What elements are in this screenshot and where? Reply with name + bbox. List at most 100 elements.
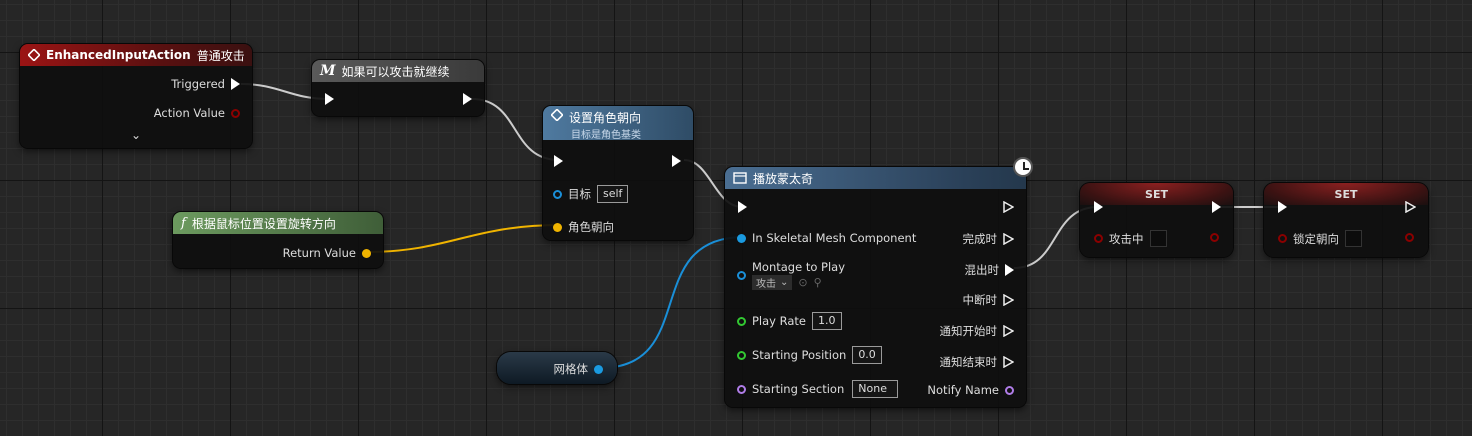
expand-chevron-icon[interactable]: ⌄ — [131, 128, 142, 142]
on-interrupted-pin-row: 中断时 — [962, 292, 1014, 308]
node-title: 设置角色朝向 — [569, 111, 642, 125]
target-value-box[interactable]: self — [597, 185, 629, 203]
mesh-variable-node[interactable]: 网格体 — [497, 352, 617, 384]
on-blend-out-label: 混出时 — [964, 263, 1000, 277]
mesh-pin-row: 网格体 — [553, 361, 603, 377]
bool-in-pin[interactable] — [1278, 234, 1287, 243]
macro-icon: M — [320, 63, 336, 79]
exec-out-pin[interactable] — [1003, 201, 1014, 213]
set-attacking-node[interactable]: SET 攻击中 — [1080, 183, 1233, 257]
name-in-pin[interactable] — [737, 384, 746, 394]
on-completed-pin-row: 完成时 — [962, 231, 1014, 247]
attacking-checkbox[interactable] — [1149, 230, 1167, 247]
lock-facing-checkbox[interactable] — [1345, 230, 1362, 247]
node-subtitle: 目标是角色基类 — [571, 130, 641, 141]
node-header: 播放蒙太奇 — [725, 167, 1026, 189]
on-notify-begin-label: 通知开始时 — [939, 324, 998, 338]
object-out-pin[interactable] — [594, 364, 603, 374]
macro-node[interactable]: M 如果可以攻击就继续 — [312, 60, 484, 116]
exec-out-pin[interactable] — [1405, 201, 1416, 213]
vector-in-pin[interactable] — [553, 222, 562, 232]
exec-out-pin[interactable] — [1212, 201, 1221, 213]
enhanced-input-action-node[interactable]: EnhancedInputAction 普通攻击 Triggered Actio… — [20, 44, 252, 148]
set-lock-facing-node[interactable]: SET 锁定朝向 — [1264, 183, 1428, 257]
montage-dropdown[interactable]: 攻击 ⌄ — [752, 275, 793, 290]
target-label: 目标 — [568, 187, 591, 201]
object-in-pin[interactable] — [737, 233, 746, 243]
node-title-action: 普通攻击 — [196, 48, 245, 63]
attacking-label: 攻击中 — [1109, 231, 1144, 246]
on-interrupted-label: 中断时 — [962, 293, 998, 307]
name-out-pin[interactable] — [1005, 385, 1014, 395]
node-title: SET — [1145, 187, 1168, 201]
bool-in-pin[interactable] — [1094, 234, 1103, 243]
return-value-pin-row: Return Value — [283, 246, 371, 260]
exec-out-pin[interactable] — [1003, 294, 1014, 306]
montage-label: Montage to Play — [752, 260, 846, 274]
return-value-label: Return Value — [282, 246, 356, 260]
notify-name-label: Notify Name — [927, 383, 999, 397]
on-notify-end-label: 通知结束时 — [939, 355, 998, 369]
exec-out-pin[interactable] — [1003, 233, 1014, 245]
exec-out-pin[interactable] — [672, 155, 681, 167]
montage-icon — [733, 172, 747, 184]
starting-section-pin-row: Starting Section None — [737, 380, 899, 398]
node-header: SET — [1080, 183, 1233, 205]
set-facing-node[interactable]: 设置角色朝向 目标是角色基类 目标 self 角色朝向 — [543, 106, 693, 240]
use-selected-icon[interactable]: ⊙ — [798, 276, 808, 289]
function-diamond-icon — [551, 109, 563, 121]
exec-out-pin[interactable] — [463, 93, 472, 105]
attacking-pin-row: 攻击中 — [1094, 230, 1167, 247]
notify-name-pin-row: Notify Name — [927, 383, 1014, 397]
browse-search-icon[interactable]: ⚲ — [813, 276, 822, 289]
montage-picker: 攻击 ⌄ ⊙ ⚲ — [752, 275, 845, 290]
float-in-pin[interactable] — [737, 350, 746, 360]
bool-out-pin[interactable] — [1210, 233, 1219, 242]
node-header: 设置角色朝向 目标是角色基类 — [543, 106, 693, 141]
play-montage-node[interactable]: 播放蒙太奇 In Skeletal Mesh Component Montage… — [725, 167, 1026, 407]
starting-position-pin-row: Starting Position 0.0 — [737, 346, 882, 364]
exec-in-pin[interactable] — [325, 93, 334, 105]
float-in-pin[interactable] — [737, 316, 746, 326]
action-value-label: Action Value — [153, 106, 225, 120]
rotation-function-node[interactable]: f 根据鼠标位置设置旋转方向 Return Value — [173, 212, 383, 268]
exec-out-pin[interactable] — [1003, 356, 1014, 368]
on-completed-label: 完成时 — [962, 232, 998, 246]
object-in-pin[interactable] — [553, 189, 562, 199]
lock-facing-pin-row: 锁定朝向 — [1278, 230, 1362, 247]
event-diamond-icon — [28, 49, 40, 61]
starting-section-label: Starting Section — [752, 382, 845, 396]
latent-clock-icon — [1013, 157, 1033, 177]
on-notify-end-pin-row: 通知结束时 — [939, 354, 1014, 370]
triggered-label: Triggered — [171, 77, 225, 91]
exec-out-pin[interactable] — [231, 78, 240, 90]
play-rate-value-box[interactable]: 1.0 — [812, 312, 842, 330]
exec-in-pin[interactable] — [738, 201, 747, 213]
starting-position-value-box[interactable]: 0.0 — [852, 346, 882, 364]
facing-pin-row: 角色朝向 — [553, 219, 614, 235]
mesh-label: 网格体 — [553, 362, 589, 376]
exec-in-pin[interactable] — [1094, 201, 1103, 213]
exec-out-pin[interactable] — [1003, 325, 1014, 337]
exec-in-pin[interactable] — [1278, 201, 1287, 213]
chevron-down-icon: ⌄ — [780, 277, 789, 288]
starting-section-value-box[interactable]: None — [852, 380, 899, 398]
bool-out-pin[interactable] — [231, 108, 240, 118]
function-f-icon: f — [181, 215, 186, 231]
on-blend-out-pin-row: 混出时 — [964, 262, 1014, 278]
node-title: 根据鼠标位置设置旋转方向 — [191, 216, 336, 231]
node-header: EnhancedInputAction 普通攻击 — [20, 44, 252, 66]
montage-value: 攻击 — [756, 279, 776, 290]
vector-out-pin[interactable] — [362, 248, 371, 258]
bool-out-pin[interactable] — [1405, 233, 1414, 242]
in-skeletal-pin-row: In Skeletal Mesh Component — [737, 231, 916, 245]
exec-out-pin[interactable] — [1005, 264, 1014, 276]
object-in-pin[interactable] — [737, 271, 746, 280]
montage-pin-row: Montage to Play 攻击 ⌄ ⊙ ⚲ — [737, 260, 845, 290]
in-skeletal-label: In Skeletal Mesh Component — [752, 231, 917, 245]
lock-facing-label: 锁定朝向 — [1293, 231, 1339, 246]
triggered-pin-row: Triggered — [171, 77, 240, 91]
action-value-pin-row: Action Value — [154, 106, 240, 120]
node-header: M 如果可以攻击就继续 — [312, 60, 484, 82]
exec-in-pin[interactable] — [554, 155, 563, 167]
